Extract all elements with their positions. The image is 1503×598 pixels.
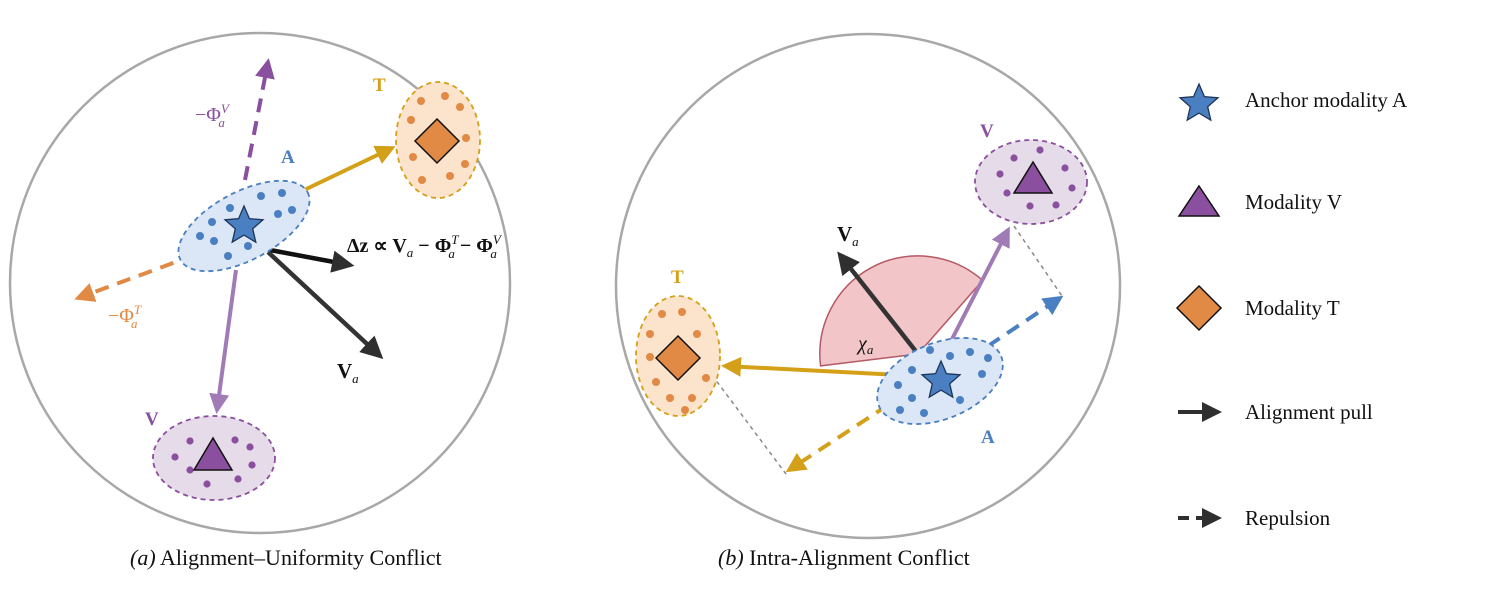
legend-triangle-icon: [1177, 184, 1221, 217]
panel-b-pull-to-v-arrow: [948, 226, 1010, 344]
legend-label-repulsion: Repulsion: [1245, 506, 1331, 530]
panel-b-va-label: Va: [837, 222, 859, 249]
panel-b-text-dots: [646, 308, 710, 414]
panel-b-anchor-star-icon: [920, 359, 962, 399]
panel-a-text-label: T: [373, 75, 386, 96]
panel-b-visual-dots: [996, 146, 1076, 210]
panel-a-update-arrow: [269, 247, 355, 273]
legend: [1175, 82, 1223, 528]
panel-b-hypersphere: [614, 32, 1122, 540]
panel-a-hypersphere: [8, 31, 512, 535]
panel-a-repulsion-t-arrow: [74, 253, 196, 302]
panel-a-pull-to-v-arrow: [209, 269, 238, 414]
panel-a-text-dots: [407, 92, 470, 184]
panel-a-visual-dots: [171, 436, 256, 488]
panel-a-repulsion-v-arrow: [243, 58, 275, 181]
panel-a-caption: (a) Alignment–Uniformity Conflict: [130, 545, 442, 571]
panel-b-caption-tag: (b): [718, 545, 744, 570]
panel-a-visual-triangle-icon: [192, 436, 234, 471]
panel-b-angle-label: χa: [856, 333, 874, 357]
panel-a-anchor-star-icon: [223, 204, 265, 244]
panel-b-text-label: T: [671, 267, 684, 288]
panel-b-projection-line-v: [1013, 225, 1063, 297]
panel-a-va-label: Va: [337, 359, 359, 386]
legend-star-icon: [1178, 82, 1220, 122]
panel-b-repulsion-blue-arrow: [986, 295, 1064, 348]
panel-b-caption-text: Intra-Alignment Conflict: [749, 545, 970, 570]
panel-a-caption-text: Alignment–Uniformity Conflict: [159, 545, 442, 570]
panel-b-visual-label: V: [980, 121, 994, 142]
legend-label-alignment-pull: Alignment pull: [1245, 400, 1373, 424]
panel-b-repulsion-gold-arrow: [785, 403, 890, 473]
panel-b-anchor-label: A: [981, 427, 995, 448]
panel-b-projection-line-t: [711, 374, 787, 475]
panel-a-pull-to-t-arrow: [299, 145, 396, 194]
panel-b-text-diamond-icon: [654, 334, 702, 382]
panel-b-va-arrow: [837, 251, 920, 356]
panel-b-pull-to-t-arrow: [721, 356, 901, 377]
panel-a-anchor-label: A: [281, 147, 295, 168]
panel-a-text-diamond-icon: [413, 117, 461, 165]
legend-diamond-icon: [1175, 284, 1223, 332]
panel-b-anchor-dots: [894, 346, 992, 417]
panel-b-visual-triangle-icon: [1012, 160, 1054, 194]
panel-a-caption-tag: (a): [130, 545, 156, 570]
panel-a-anchor-dots: [196, 189, 296, 260]
legend-label-visual: Modality V: [1245, 190, 1343, 214]
legend-label-anchor: Anchor modality A: [1245, 88, 1408, 112]
panel-b-caption: (b) Intra-Alignment Conflict: [718, 545, 970, 571]
panel-a-va-arrow: [266, 250, 384, 360]
panel-a-visual-label: V: [145, 409, 159, 430]
panel-b: V T A Va χa: [614, 32, 1122, 540]
legend-label-text: Modality T: [1245, 296, 1340, 320]
